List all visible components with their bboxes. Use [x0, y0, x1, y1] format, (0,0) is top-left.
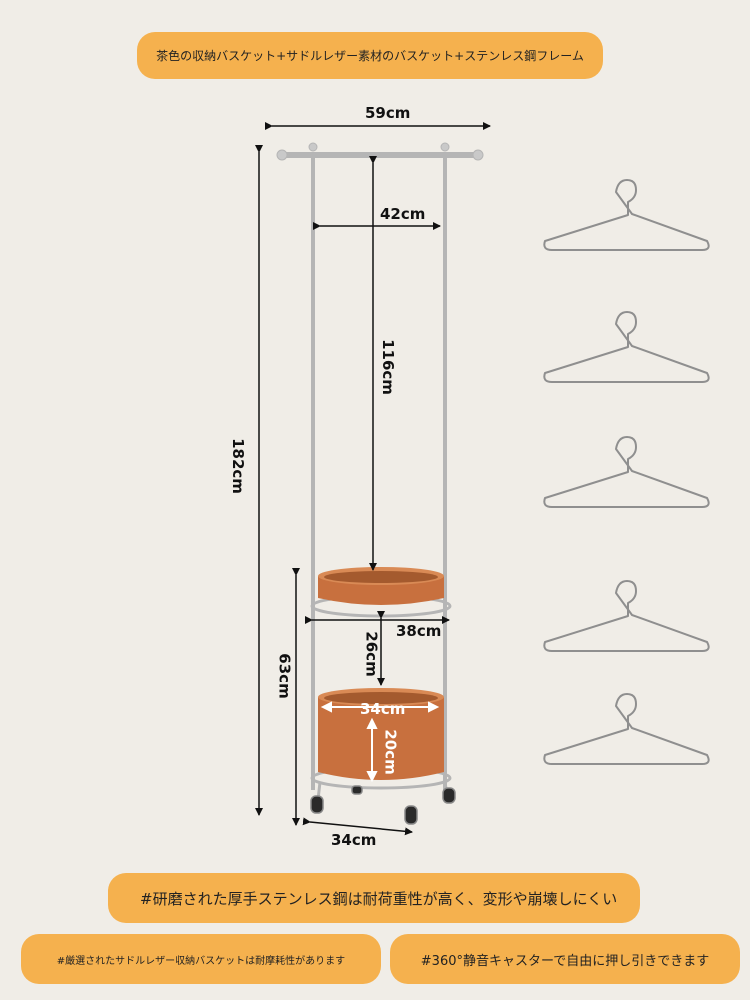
banner-text: 茶色の収納バスケット+サドルレザー素材のバスケット+ステンレス鋼フレーム — [156, 49, 584, 63]
feature-leather: #厳選されたサドルレザー収納バスケットは耐摩耗性があります — [21, 934, 381, 984]
hanger-icon — [543, 179, 710, 251]
hangers — [543, 179, 710, 765]
lower-height-label: 63cm — [275, 653, 294, 699]
top-width-label: 59cm — [365, 104, 411, 122]
lower-basket-width-label: 34cm — [360, 700, 406, 718]
basket-gap-label: 26cm — [362, 631, 381, 677]
hanger-icon — [543, 580, 710, 652]
feature-casters: #360°静音キャスターで自由に押し引きできます — [390, 934, 740, 984]
inner-width-label: 42cm — [380, 205, 426, 223]
upper-basket-width-label: 38cm — [396, 622, 442, 640]
base-width-label: 34cm — [331, 831, 377, 849]
upper-basket — [318, 567, 444, 605]
lower-basket-height-label: 20cm — [381, 729, 400, 775]
basket-dimension-lines — [320, 701, 440, 783]
hanger-icon — [543, 436, 710, 508]
casters — [310, 785, 456, 825]
inner-height-label: 116cm — [378, 339, 397, 395]
feature-leather-text: #厳選されたサドルレザー収納バスケットは耐摩耗性があります — [56, 955, 346, 967]
feature-steel-text: #研磨された厚手ステンレス鋼は耐荷重性が高く、変形や崩壊しにくい — [140, 889, 618, 908]
total-height-label: 182cm — [228, 438, 247, 494]
feature-casters-text: #360°静音キャスターで自由に押し引きできます — [420, 953, 710, 969]
top-banner: 茶色の収納バスケット+サドルレザー素材のバスケット+ステンレス鋼フレーム — [137, 32, 603, 79]
hanger-icon — [543, 311, 710, 383]
dimension-lines — [255, 122, 491, 836]
lower-basket — [318, 688, 444, 780]
hanger-icon — [543, 693, 710, 765]
feature-steel: #研磨された厚手ステンレス鋼は耐荷重性が高く、変形や崩壊しにくい — [108, 873, 640, 923]
